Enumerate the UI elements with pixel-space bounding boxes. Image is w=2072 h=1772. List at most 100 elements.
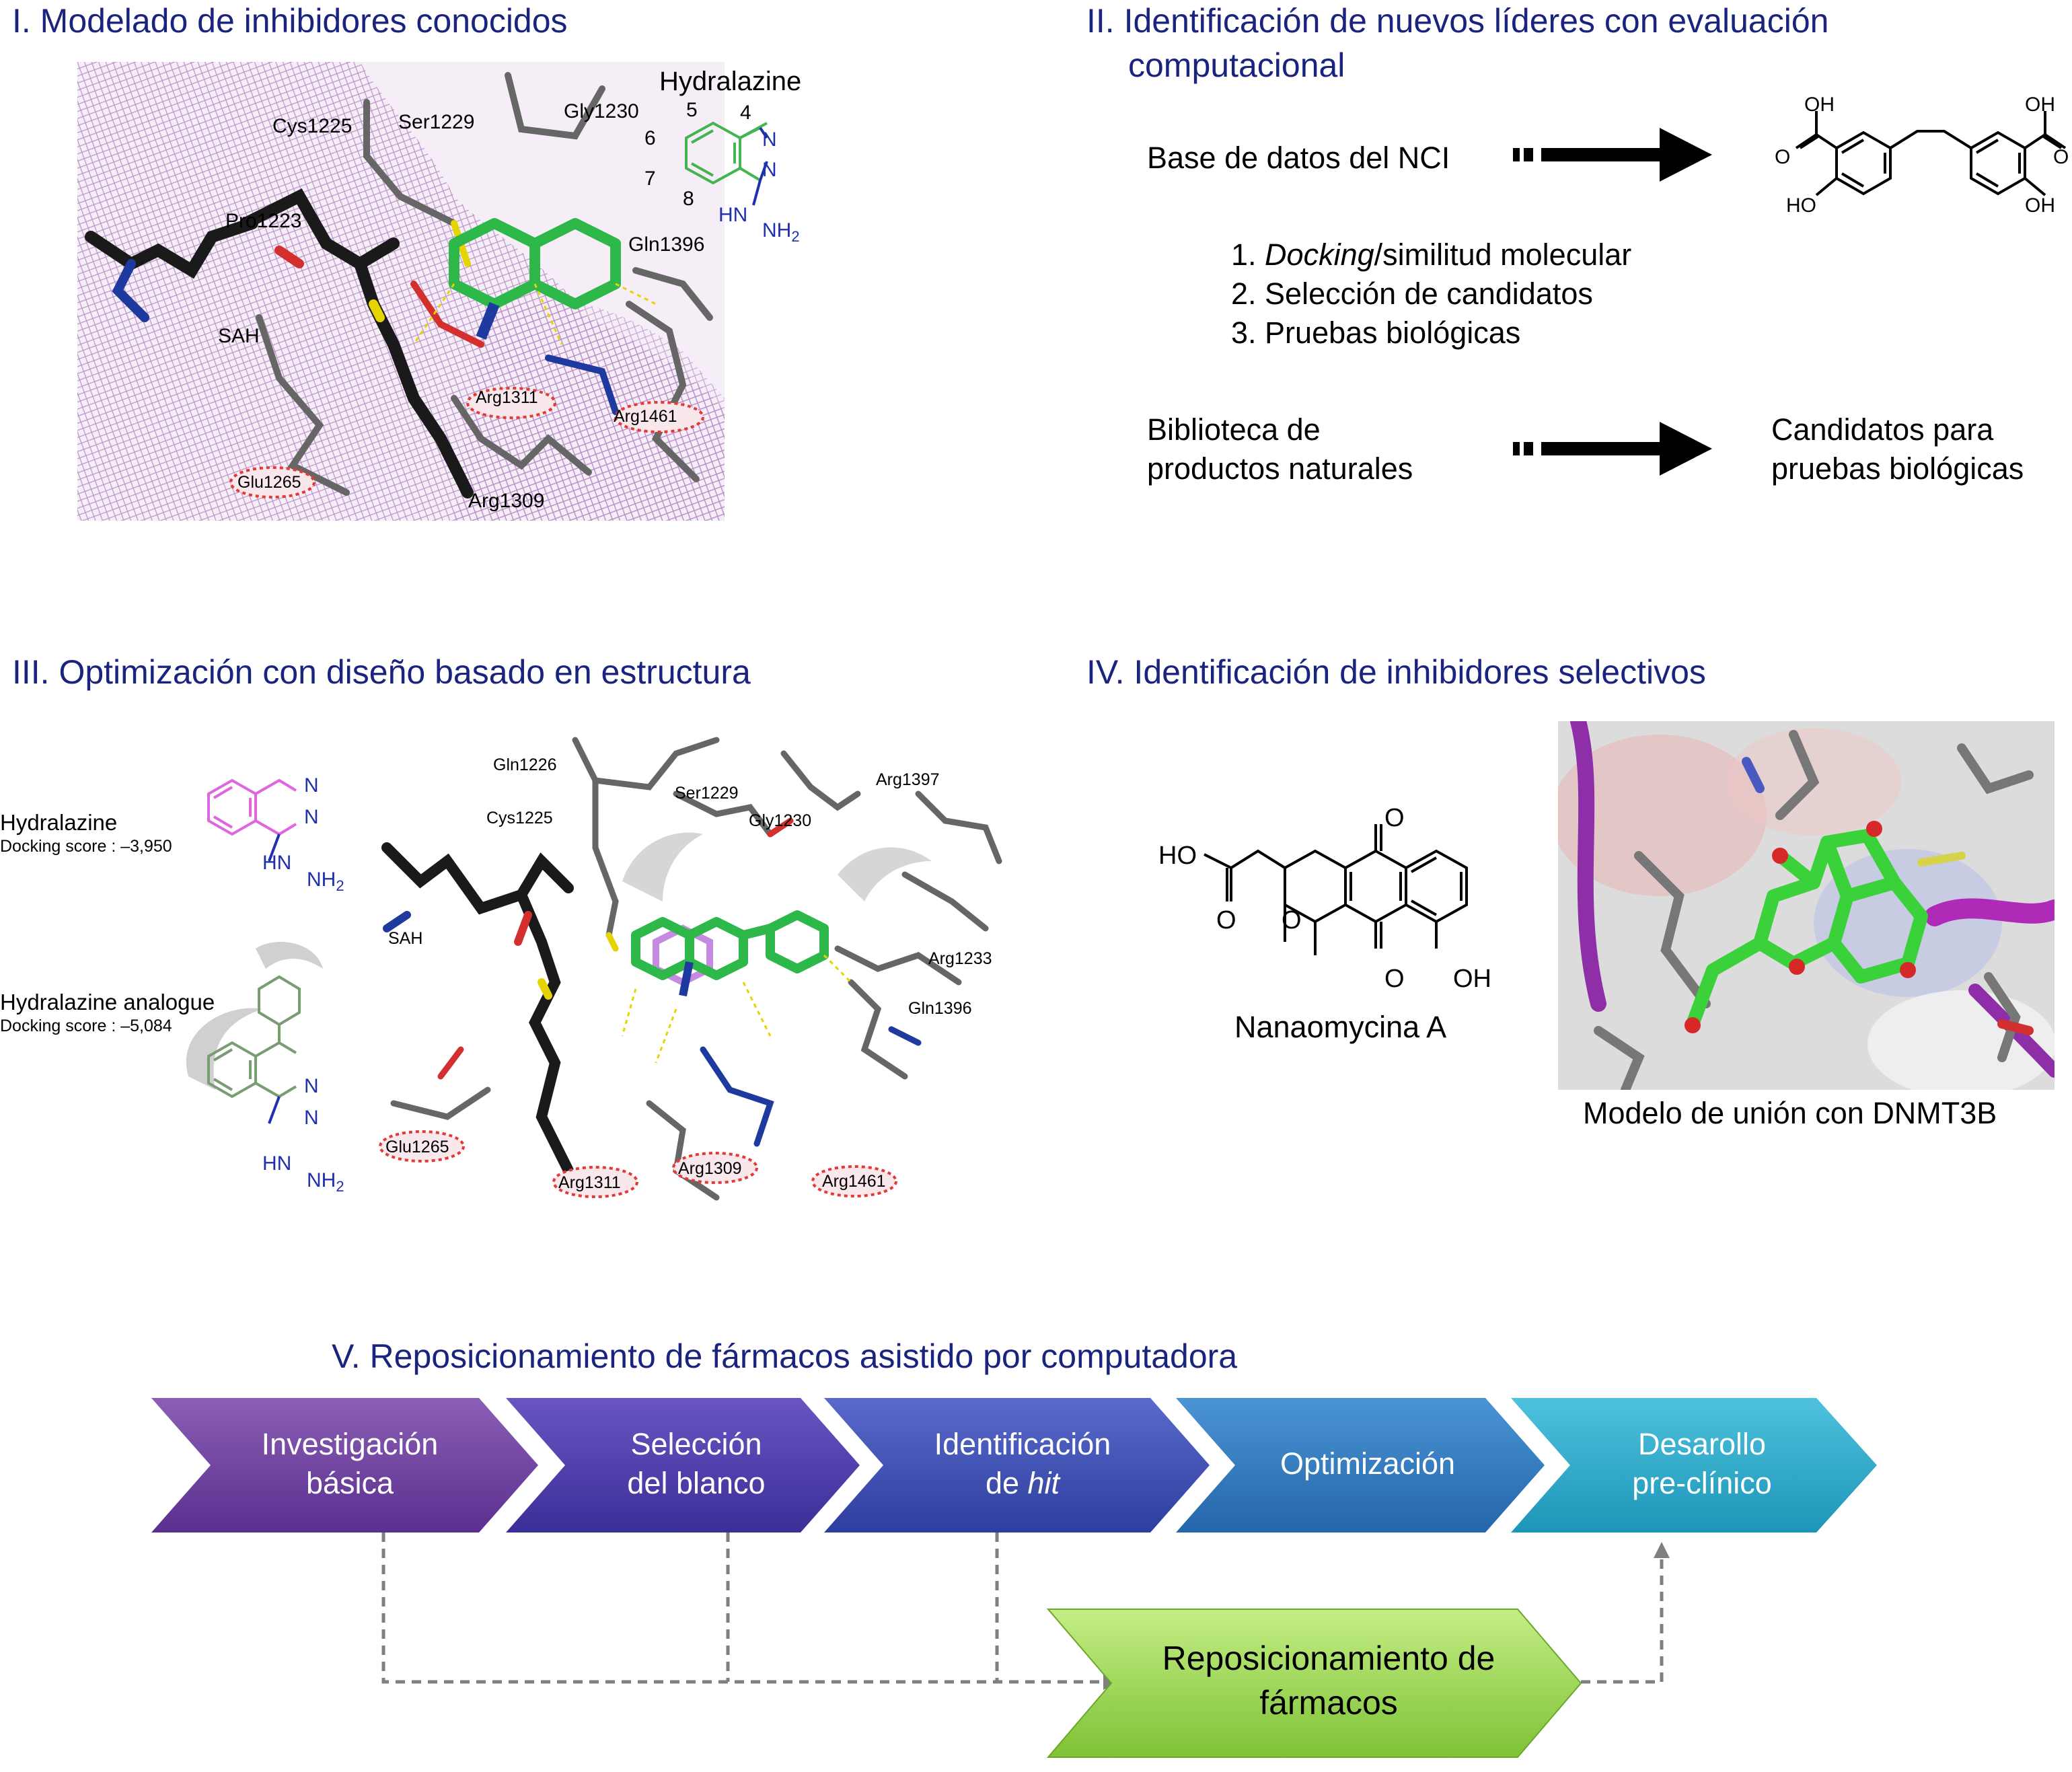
- p1-label-gln1396: Gln1396: [628, 233, 705, 256]
- p3-ana-hn: HN: [262, 1152, 292, 1175]
- p3-hyd-n1: N: [304, 774, 319, 797]
- p5-stage-1-line2: básica: [305, 1466, 394, 1500]
- p2-step-2-num: 2.: [1231, 276, 1265, 311]
- p1-label-arg1309: Arg1309: [468, 490, 545, 512]
- p2-step-3-text: Pruebas biológicas: [1265, 316, 1521, 350]
- p5-repo-line1: Reposicionamiento de: [1162, 1639, 1495, 1677]
- p2-source-natural-2: productos naturales: [1147, 451, 1413, 486]
- p2-step-1-num: 1.: [1231, 237, 1265, 272]
- panel4-title: IV. Identificación de inhibidores select…: [1086, 653, 1706, 691]
- p1-pos7: 7: [644, 168, 656, 190]
- p3-ana-nh2: NH2: [307, 1169, 344, 1199]
- p3-ana-nh: NH: [307, 1169, 336, 1191]
- p5-repo-chevron: [1046, 1609, 1582, 1758]
- p1-label-glu1265: Glu1265: [237, 473, 301, 492]
- p3-label-arg1461: Arg1461: [822, 1172, 886, 1191]
- p5-stage-3-line2-italic: hit: [1027, 1466, 1060, 1500]
- p5-chevron-5: [1511, 1398, 1877, 1533]
- p1-label-gly1230: Gly1230: [564, 100, 639, 122]
- p3-hyd-nh-sub: 2: [336, 877, 344, 894]
- p3-label-glu1265: Glu1265: [385, 1138, 449, 1156]
- p2-step-3: 3. Pruebas biológicas: [1231, 313, 1520, 353]
- p5-stage-5-line1: Desarollo: [1637, 1427, 1767, 1461]
- p3-hyd-nh: NH: [307, 869, 336, 891]
- panel2-title-line1: II. Identificación de nuevos líderes con…: [1086, 2, 1829, 40]
- p3-analogue-score: Docking score : –5,084: [0, 1017, 172, 1035]
- panel1-docking-svg: [77, 62, 725, 521]
- p3-hyd-n2: N: [304, 806, 319, 828]
- p5-stage-3-line1: Identificación: [934, 1427, 1111, 1461]
- p1-label-pro1223: Pro1223: [225, 210, 302, 232]
- p4-oh: OH: [1453, 965, 1491, 993]
- p4-model-caption: Modelo de unión con DNMT3B: [1583, 1096, 1997, 1130]
- panel3-docking-svg: [379, 737, 1002, 1201]
- p5-stage-2-line2: del blanco: [627, 1466, 766, 1500]
- panel3-title: III. Optimización con diseño basado en e…: [12, 653, 751, 691]
- p1-hydralazine-name: Hydralazine: [659, 67, 802, 96]
- p3-label-cys1225: Cys1225: [486, 809, 553, 827]
- p3-ana-n2: N: [304, 1107, 319, 1129]
- p2-arrow-1: [1513, 128, 1712, 182]
- p3-label-gln1396: Gln1396: [908, 999, 972, 1018]
- p1-nh-sub: 2: [791, 228, 800, 245]
- p2-arrow-2: [1513, 422, 1712, 476]
- p5-chevron-1: [151, 1398, 538, 1533]
- p2-o-r: O: [2053, 146, 2069, 168]
- p5-stage-2-line1: Selección: [630, 1427, 762, 1461]
- p3-label-arg1311: Arg1311: [558, 1173, 621, 1192]
- p3-label-arg1309: Arg1309: [678, 1159, 742, 1178]
- p1-label-ser1229: Ser1229: [398, 111, 475, 133]
- p2-source-natural-1: Biblioteca de: [1147, 412, 1321, 447]
- p5-stage-4-line1: Optimización: [1280, 1446, 1456, 1481]
- p3-label-sah: SAH: [388, 929, 423, 948]
- p2-target-2: pruebas biológicas: [1771, 451, 2024, 486]
- p2-o-l: O: [1775, 146, 1791, 168]
- p1-label-arg1461: Arg1461: [614, 407, 677, 426]
- p1-pos4: 4: [740, 102, 751, 124]
- p4-ho: HO: [1158, 842, 1197, 870]
- p3-label-arg1233: Arg1233: [928, 949, 992, 968]
- p3-hydralazine-name: Hydralazine: [0, 810, 118, 835]
- p1-hn: HN: [718, 204, 748, 226]
- p1-label-sah: SAH: [218, 325, 260, 347]
- p4-o-top: O: [1384, 804, 1405, 832]
- p5-stage-3-line2-text: de: [985, 1466, 1028, 1500]
- p5-chevron-2: [506, 1398, 860, 1533]
- p3-hydralazine-structure: [207, 778, 297, 862]
- p2-step-1-italic: Docking: [1265, 237, 1374, 272]
- p3-label-gln1226: Gln1226: [493, 755, 557, 774]
- panel2-title-line2: computacional: [1128, 46, 1345, 84]
- p5-chevron-3: [824, 1398, 1210, 1533]
- p3-analogue-structure: [186, 942, 323, 1124]
- p3-label-ser1229: Ser1229: [675, 784, 739, 803]
- p1-label-cys1225: Cys1225: [272, 115, 353, 137]
- p3-label-arg1397: Arg1397: [876, 770, 940, 789]
- panel5-title: V. Reposicionamiento de fármacos asistid…: [332, 1337, 1238, 1375]
- p2-step-2-text: Selección de candidatos: [1265, 276, 1593, 311]
- p1-hydralazine-structure: [685, 121, 768, 206]
- p1-label-arg1311: Arg1311: [476, 388, 538, 407]
- p1-pos6: 6: [644, 127, 656, 149]
- p4-binding-model-image: [1558, 721, 2055, 1090]
- p3-hyd-hn: HN: [262, 852, 292, 874]
- p4-o-ring: O: [1282, 906, 1302, 934]
- p4-nanaomycin-structure: [1204, 824, 1468, 955]
- p5-stage-5-line2: pre-clínico: [1632, 1466, 1772, 1500]
- p1-n2: N: [762, 159, 777, 181]
- p1-n1: N: [762, 128, 777, 151]
- p3-analogue-name: Hydralazine analogue: [0, 990, 215, 1014]
- panel1-docking-image: [77, 62, 725, 521]
- p3-label-gly1230: Gly1230: [749, 811, 812, 830]
- p2-step-3-num: 3.: [1231, 316, 1265, 350]
- p2-oh-tr: OH: [2025, 94, 2055, 116]
- p3-ana-nh-sub: 2: [336, 1178, 344, 1195]
- p3-hydralazine-score: Docking score : –3,950: [0, 837, 172, 856]
- p1-pos8: 8: [683, 188, 694, 210]
- p3-hyd-nh2: NH2: [307, 868, 344, 898]
- p5-stage-1-line1: Investigación: [261, 1427, 439, 1461]
- p5-pipeline: [151, 1398, 1877, 1758]
- panel1-title: I. Modelado de inhibidores conocidos: [12, 2, 568, 40]
- p4-compound-name: Nanaomycina A: [1234, 1010, 1447, 1044]
- p5-stage-3-line2: de hit: [895, 1464, 1150, 1503]
- p2-step-1: 1. Docking/similitud molecular: [1231, 235, 1631, 274]
